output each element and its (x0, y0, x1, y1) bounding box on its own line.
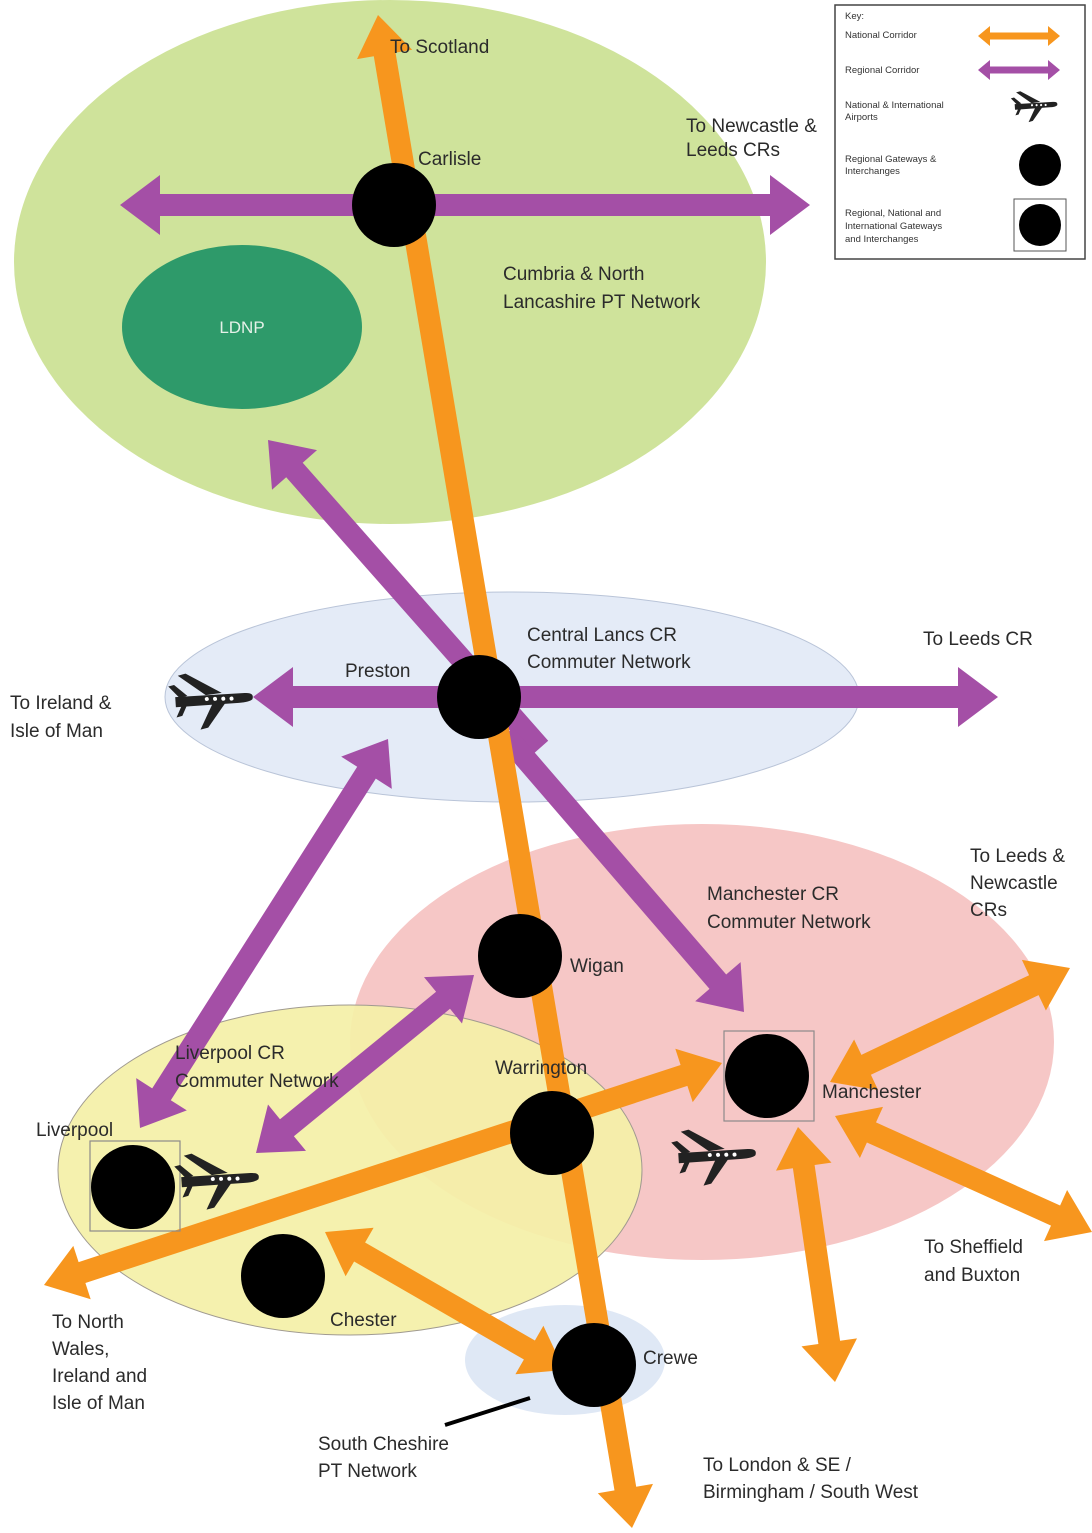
preston-gateway (437, 655, 521, 739)
ldnp-area (122, 245, 362, 409)
central-lancs-label: Central Lancs CR (527, 625, 677, 646)
regional-corridor-preston-liverpool (136, 739, 392, 1128)
to-sheffield-label: and Buxton (924, 1265, 1020, 1286)
to-london-label: To London & SE / (703, 1455, 852, 1476)
to-leeds-newcastle-label: Newcastle (970, 873, 1058, 894)
key-regional-arrow-shape (978, 60, 1060, 80)
key-regional-gateway-icon (1019, 144, 1061, 186)
carlisle-label: Carlisle (418, 149, 481, 170)
regional-corridor-preston-east-west (253, 667, 998, 727)
to-north-wales-label: Isle of Man (52, 1393, 145, 1414)
to-ireland-label: To Ireland & (10, 693, 112, 714)
to-leeds-label: To Leeds CR (923, 629, 1033, 650)
national-corridor-chester-crewe (325, 1227, 564, 1375)
to-london-label: Birmingham / South West (703, 1482, 919, 1503)
warrington-label: Warrington (495, 1058, 587, 1079)
warrington-gateway (510, 1091, 594, 1175)
to-sheffield-label: To Sheffield (924, 1237, 1023, 1258)
cumbria-area-label: Lancashire PT Network (503, 292, 701, 313)
manchester-area-label: Manchester CR (707, 884, 839, 905)
manchester-area-label: Commuter Network (707, 912, 871, 933)
regional-corridor-preston-manchester (496, 727, 744, 1012)
to-leeds-newcastle-label: CRs (970, 900, 1007, 921)
liverpool-gateway (91, 1145, 175, 1229)
key-legend: Key: National Corridor Regional Corridor… (834, 4, 1086, 260)
key-title: Key: (845, 11, 864, 22)
key-national-arrow-shape (978, 26, 1060, 46)
crewe-label: Crewe (643, 1348, 698, 1369)
key-rni-gateways-label: Regional, National and (845, 208, 941, 219)
ldnp-label: LDNP (219, 318, 264, 337)
liverpool-area (57, 1004, 643, 1336)
liverpool-label: Liverpool (36, 1120, 113, 1141)
key-regional-arrow (978, 60, 1060, 80)
regional-corridor-wigan-liverpool (256, 975, 474, 1153)
manchester-label: Manchester (822, 1082, 922, 1103)
chester-gateway (241, 1234, 325, 1318)
key-national-label: National Corridor (845, 30, 917, 41)
key-regional-gateways-label: Interchanges (845, 166, 900, 177)
liverpool-area-label: Commuter Network (175, 1071, 339, 1092)
preston-label: Preston (345, 661, 410, 682)
key-national-arrow (978, 26, 1060, 46)
to-north-wales-label: Wales, (52, 1339, 109, 1360)
liverpool-gateway-box (89, 1140, 181, 1232)
wigan-gateway (478, 914, 562, 998)
south-cheshire-label: PT Network (318, 1461, 417, 1482)
key-rni-gateways-label: and Interchanges (845, 234, 919, 245)
key-rni-gateway-icon (1019, 204, 1061, 246)
key-regional-label: Regional Corridor (845, 65, 919, 76)
gateways (91, 163, 809, 1407)
to-north-wales-label: To North (52, 1312, 124, 1333)
south-cheshire-pointer (444, 1396, 531, 1427)
national-corridor-manchester-leeds (830, 959, 1070, 1091)
manchester-gateway (725, 1034, 809, 1118)
manchester-gateway-box (723, 1030, 815, 1122)
to-scotland-label: To Scotland (390, 37, 489, 58)
wigan-label: Wigan (570, 956, 624, 977)
to-leeds-newcastle-label: To Leeds & (970, 846, 1065, 867)
cumbria-area-label: Cumbria & North (503, 264, 645, 285)
chester-label: Chester (330, 1310, 397, 1331)
liverpool-area-label: Liverpool CR (175, 1043, 285, 1064)
crewe-gateway (552, 1323, 636, 1407)
south-cheshire-label: South Cheshire (318, 1434, 449, 1455)
national-corridor-manchester-sheffield (835, 1106, 1092, 1242)
key-rni-gateway-box (1013, 198, 1067, 252)
key-airports-label: Airports (845, 112, 878, 123)
to-north-wales-label: Ireland and (52, 1366, 147, 1387)
regional-corridor-carlisle (120, 175, 810, 235)
key-regional-gateways-label: Regional Gateways & (845, 154, 937, 165)
to-newcastle-leeds-label: Leeds CRs (686, 140, 780, 161)
to-ireland-label: Isle of Man (10, 721, 103, 742)
national-corridor-manchester-crewe (776, 1127, 857, 1382)
carlisle-gateway (352, 163, 436, 247)
key-rni-gateways-label: International Gateways (845, 221, 942, 232)
central-lancs-label: Commuter Network (527, 652, 691, 673)
key-airports-label: National & International (845, 100, 944, 111)
to-newcastle-leeds-label: To Newcastle & (686, 116, 817, 137)
